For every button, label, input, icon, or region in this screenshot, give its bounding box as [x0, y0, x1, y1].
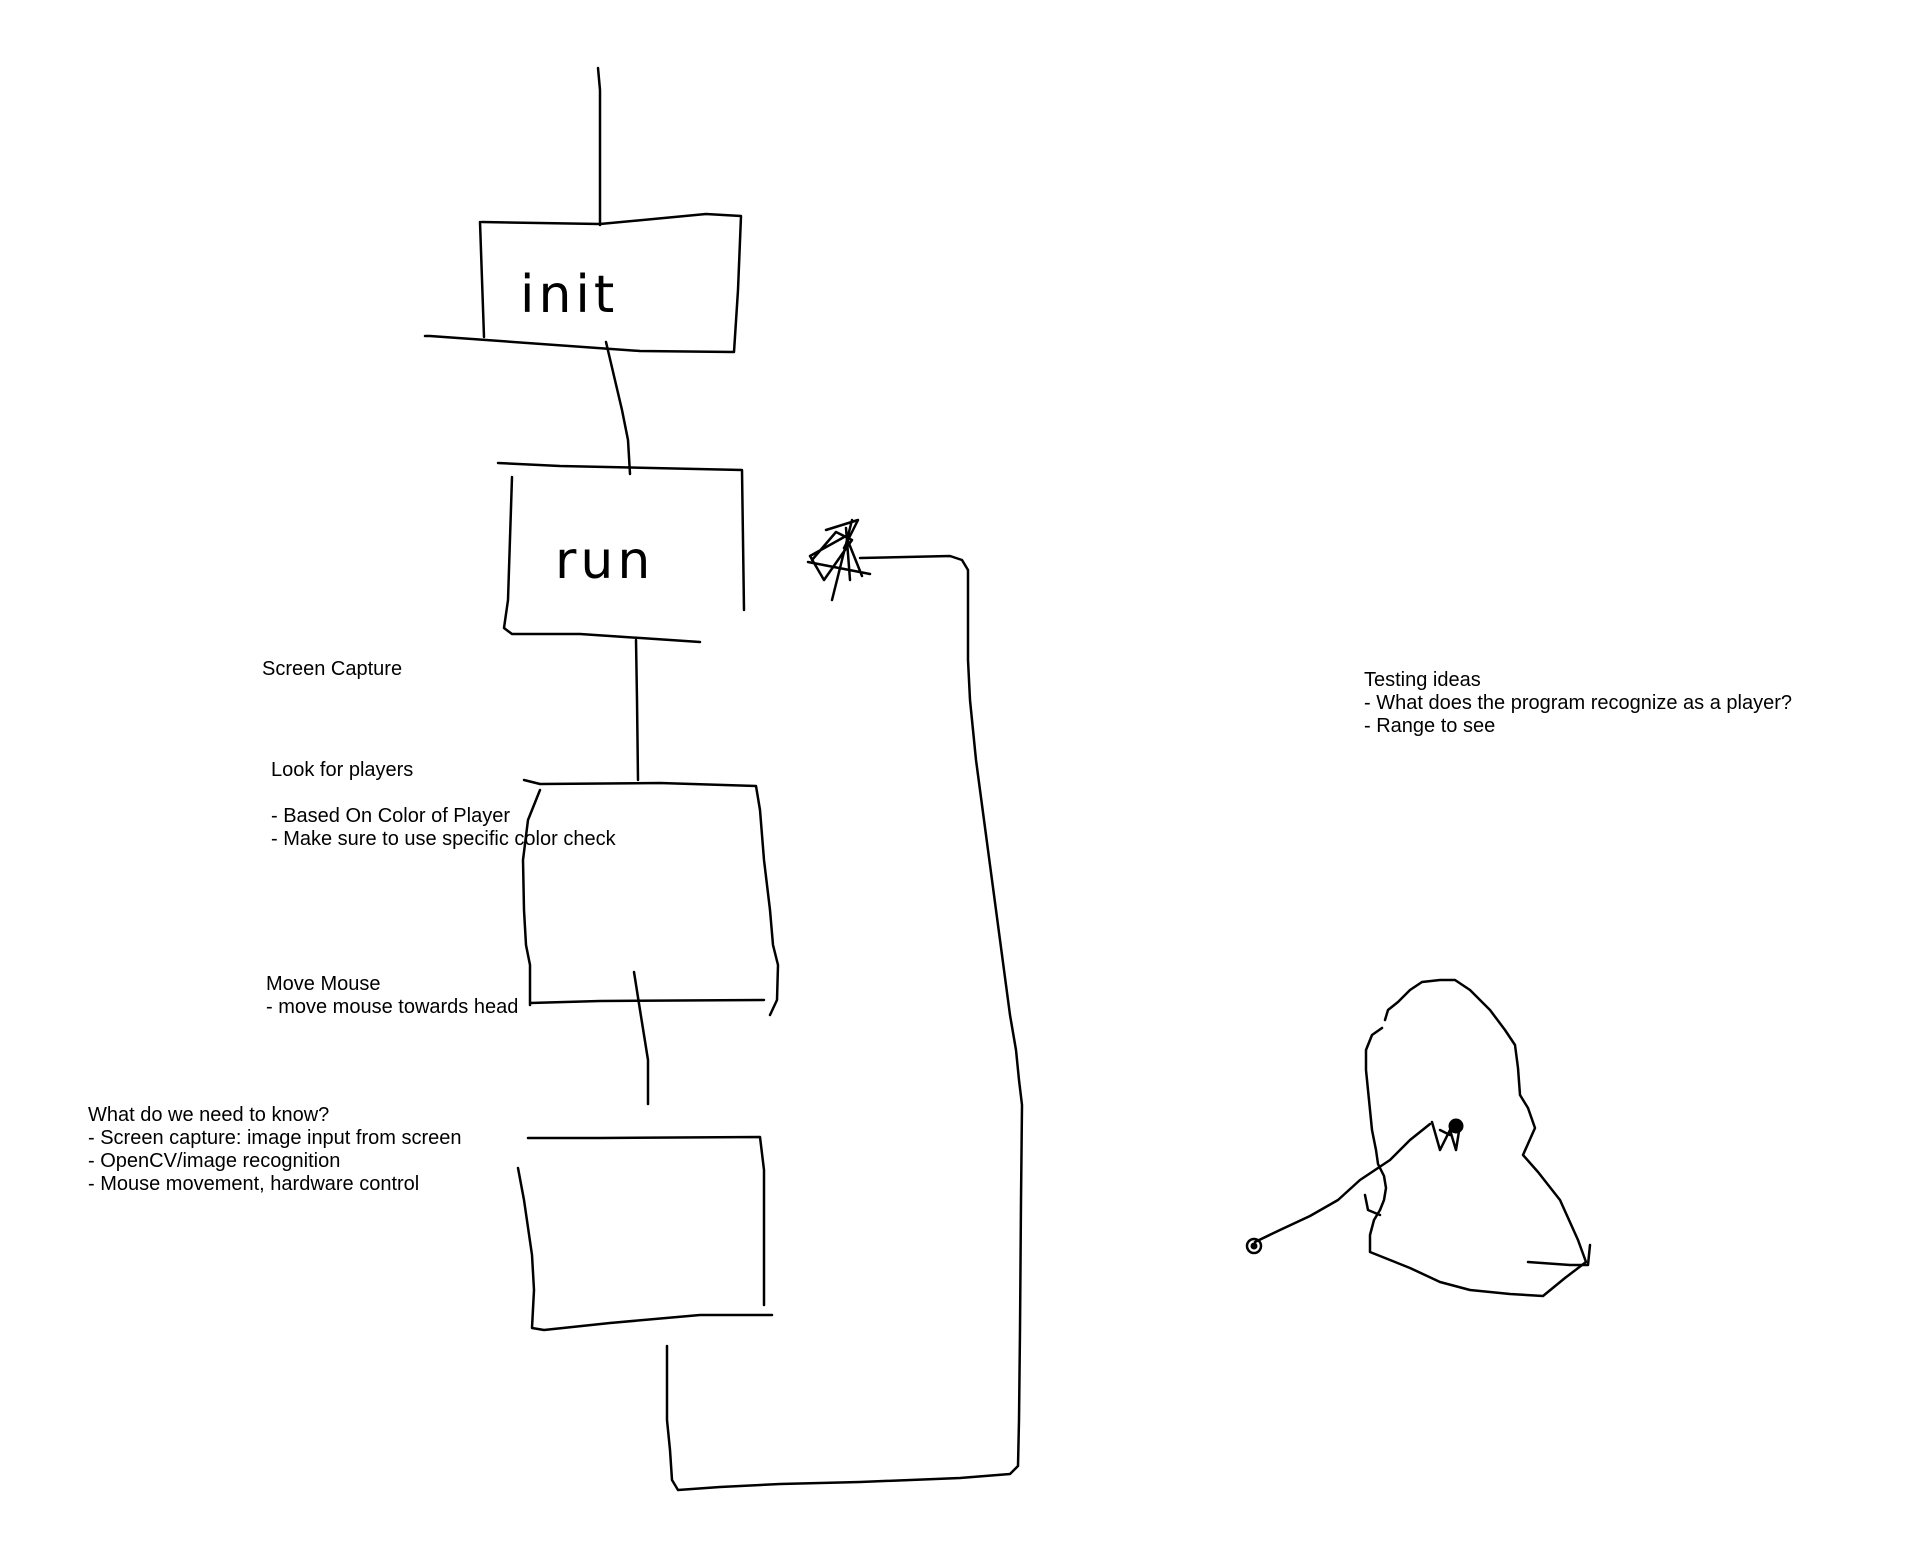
mouse-origin-icon — [1245, 1237, 1263, 1255]
head-target-icon — [1448, 1118, 1464, 1134]
player-doodle-base — [1526, 1243, 1592, 1267]
note-need-to-know-item: - OpenCV/image recognition — [88, 1150, 341, 1172]
init-block-outline — [423, 212, 743, 354]
note-need-to-know-item: - Mouse movement, hardware control — [88, 1173, 420, 1195]
note-look-for-players-item: - Make sure to use specific color check — [271, 828, 616, 850]
note-testing-ideas: Testing ideas - What does the program re… — [1364, 669, 1792, 738]
run-block: run — [496, 461, 746, 644]
note-screen-capture-text: Screen Capture — [262, 658, 403, 680]
player-doodle-shoulder — [1363, 1193, 1382, 1217]
connector-lookfor-move — [632, 970, 650, 1106]
note-move-mouse-title: Move Mouse — [266, 973, 381, 995]
run-label: run — [555, 531, 654, 591]
note-look-for-players-title: Look for players — [271, 759, 414, 781]
note-move-mouse: Move Mouse - move mouse towards head — [266, 973, 518, 1019]
mouse-path-line — [1253, 1122, 1432, 1244]
note-testing-ideas-title: Testing ideas — [1364, 669, 1481, 691]
note-look-for-players: Look for players - Based On Color of Pla… — [271, 759, 616, 851]
loop-back-connector — [665, 554, 1024, 1492]
note-need-to-know: What do we need to know? - Screen captur… — [88, 1104, 462, 1196]
connector-run-lookfor — [634, 638, 640, 782]
note-testing-ideas-item: - Range to see — [1364, 715, 1496, 737]
connector-init-run — [604, 340, 632, 476]
note-need-to-know-title: What do we need to know? — [88, 1104, 330, 1126]
move-block-outline — [516, 1135, 774, 1332]
arrowhead-scribble-icon — [806, 518, 872, 602]
note-need-to-know-item: - Screen capture: image input from scree… — [88, 1127, 462, 1149]
note-testing-ideas-item: - What does the program recognize as a p… — [1364, 692, 1792, 714]
player-doodle-outline — [1364, 978, 1588, 1298]
note-move-mouse-item: - move mouse towards head — [266, 996, 519, 1018]
init-block: init — [423, 212, 743, 354]
player-doodle — [1245, 978, 1592, 1298]
note-look-for-players-item: - Based On Color of Player — [271, 805, 510, 827]
note-screen-capture: Screen Capture — [262, 658, 402, 681]
init-label: init — [520, 265, 618, 325]
entry-connector — [596, 66, 602, 227]
lookfor-block-outline — [521, 778, 780, 1017]
run-block-outline — [496, 461, 746, 644]
